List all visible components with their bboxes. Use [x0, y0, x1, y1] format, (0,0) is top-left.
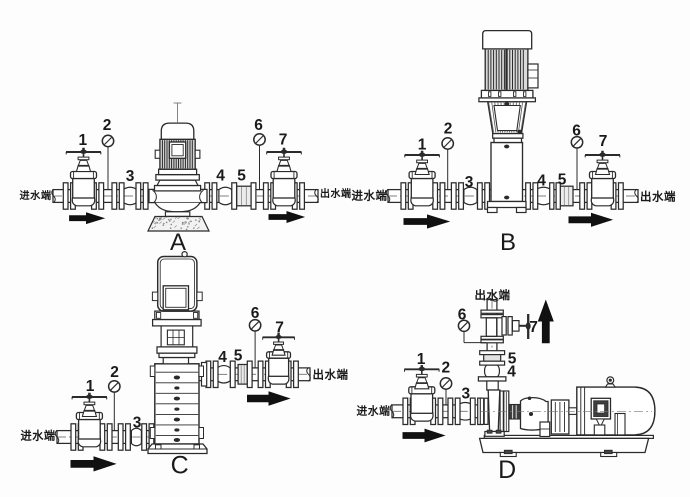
svg-text:1: 1	[78, 132, 87, 149]
svg-text:进水端: 进水端	[352, 189, 388, 203]
svg-text:4: 4	[537, 173, 546, 190]
svg-text:3: 3	[461, 386, 470, 403]
svg-text:6: 6	[572, 123, 581, 140]
svg-text:2: 2	[110, 364, 119, 381]
svg-text:A: A	[170, 229, 186, 256]
svg-text:出水端: 出水端	[313, 368, 349, 382]
svg-text:进水端: 进水端	[21, 429, 56, 443]
svg-text:4: 4	[507, 364, 516, 381]
svg-text:2: 2	[441, 360, 450, 377]
svg-text:出水端: 出水端	[320, 187, 352, 200]
svg-text:D: D	[498, 456, 516, 484]
svg-text:进水端: 进水端	[20, 189, 52, 202]
svg-text:1: 1	[418, 137, 427, 154]
svg-text:6: 6	[254, 117, 263, 134]
svg-text:2: 2	[444, 121, 453, 138]
svg-text:7: 7	[599, 133, 608, 150]
svg-text:3: 3	[133, 415, 142, 432]
svg-text:4: 4	[216, 168, 225, 185]
svg-text:B: B	[500, 229, 516, 256]
svg-text:5: 5	[558, 172, 567, 189]
svg-text:2: 2	[103, 117, 112, 134]
svg-text:出水端: 出水端	[640, 190, 676, 204]
svg-text:5: 5	[237, 168, 246, 185]
svg-text:出水端: 出水端	[475, 288, 511, 302]
svg-text:7: 7	[529, 319, 538, 336]
svg-text:5: 5	[234, 348, 243, 365]
svg-text:6: 6	[251, 305, 260, 322]
svg-text:3: 3	[126, 168, 135, 185]
svg-text:1: 1	[86, 378, 95, 395]
svg-text:4: 4	[218, 349, 227, 366]
svg-text:C: C	[171, 451, 189, 479]
svg-text:进水端: 进水端	[357, 404, 391, 418]
svg-text:3: 3	[465, 174, 474, 191]
svg-text:7: 7	[279, 132, 288, 149]
svg-text:5: 5	[508, 351, 517, 368]
svg-text:1: 1	[417, 351, 426, 368]
svg-text:7: 7	[275, 320, 284, 337]
svg-text:6: 6	[458, 307, 467, 324]
